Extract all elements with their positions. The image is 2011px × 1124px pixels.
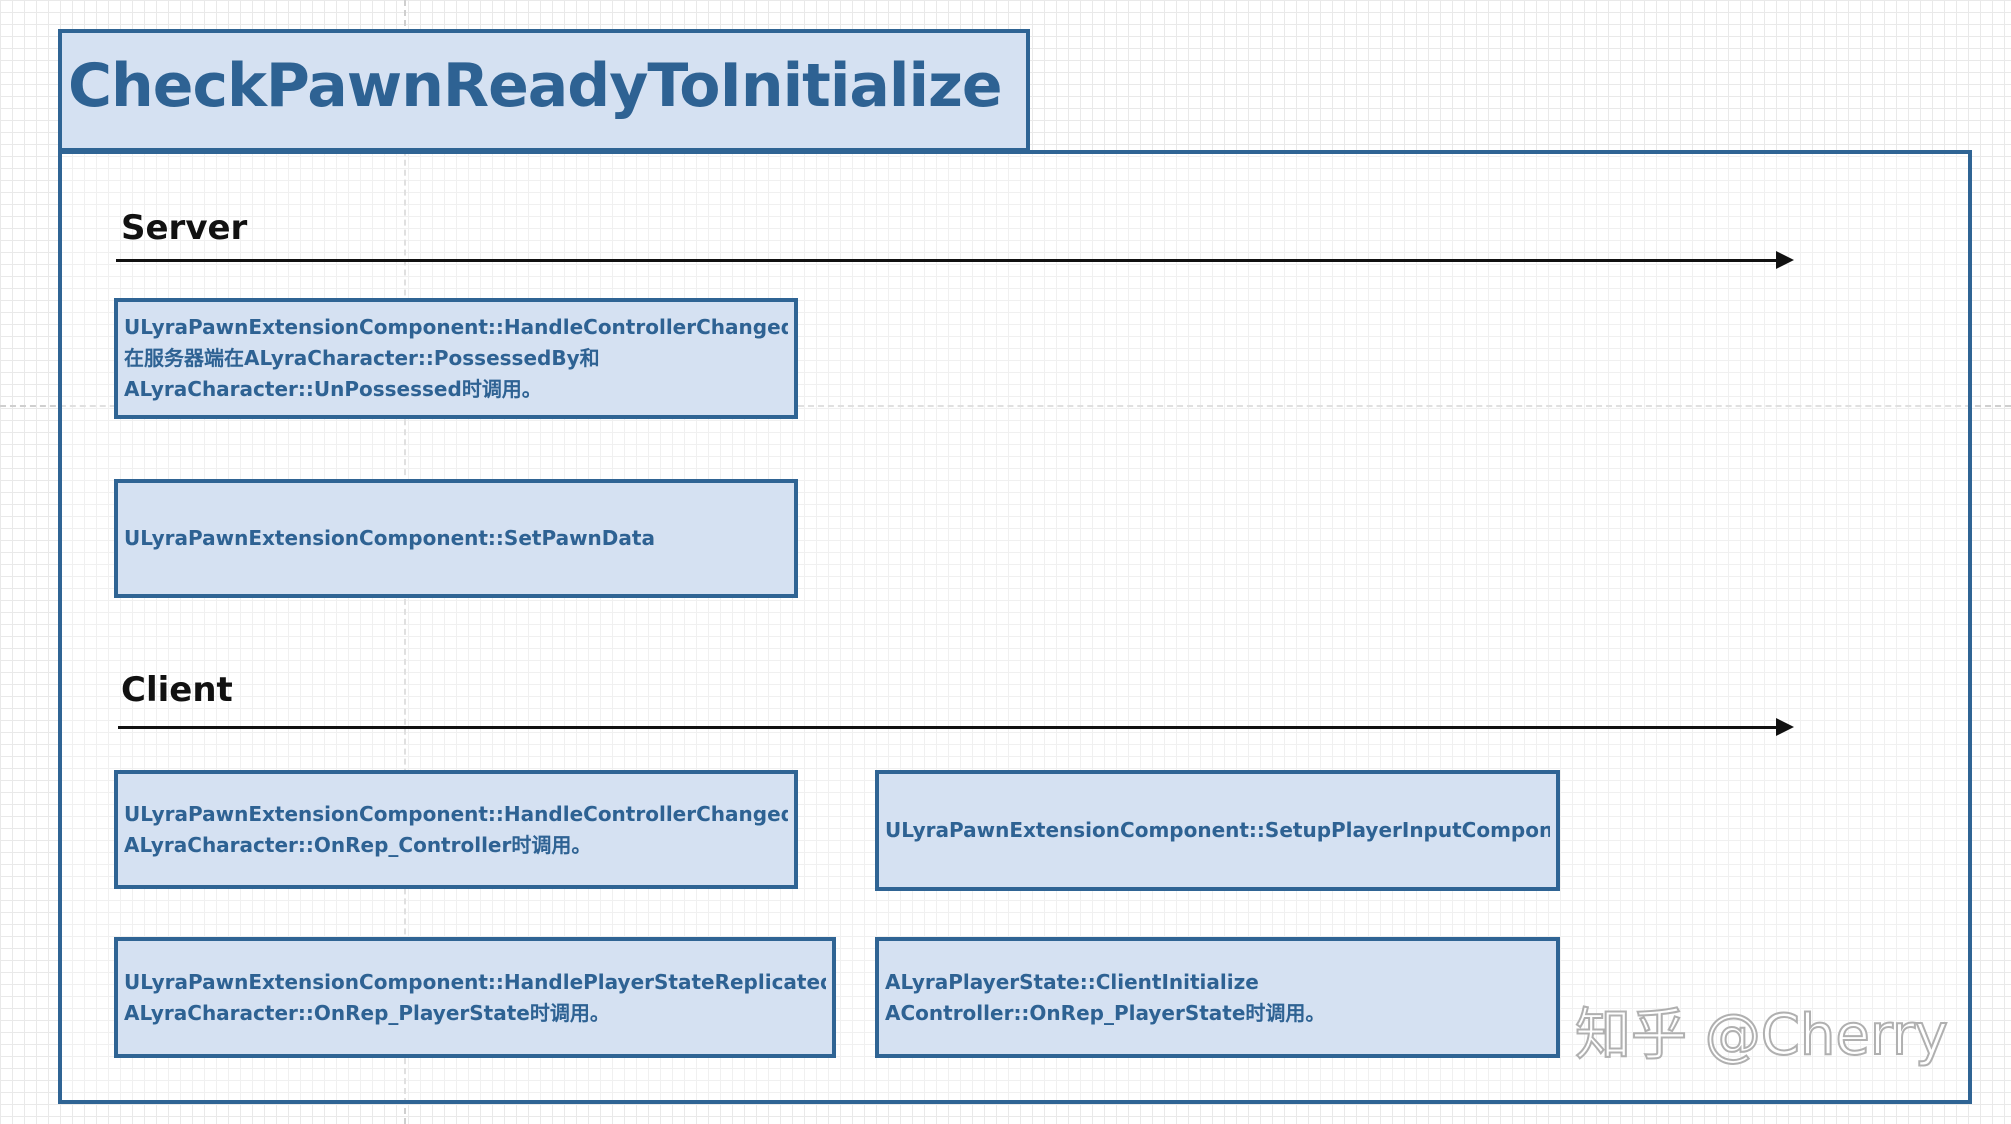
lane-label-client: Client — [121, 670, 233, 710]
box-line: ALyraCharacter::OnRep_PlayerState时调用。 — [124, 1000, 610, 1025]
diagram-title: CheckPawnReadyToInitialize — [68, 51, 1003, 121]
client-timeline-arrow — [118, 718, 1794, 736]
box-line: ULyraPawnExtensionComponent::HandleContr… — [124, 315, 788, 339]
box-line: ULyraPawnExtensionComponent::SetupPlayer… — [885, 818, 1550, 842]
box-client-handle-controller-changed: ULyraPawnExtensionComponent::HandleContr… — [114, 770, 798, 889]
horizontal-guide-line — [0, 405, 2011, 407]
box-line: AController::OnRep_PlayerState时调用。 — [885, 1000, 1326, 1025]
box-line: ALyraCharacter::OnRep_Controller时调用。 — [124, 832, 592, 857]
arrowhead-icon — [1776, 718, 1794, 736]
box-client-player-state-client-initialize: ALyraPlayerState::ClientInitialize ACont… — [875, 937, 1560, 1058]
box-client-handle-player-state-replicated: ULyraPawnExtensionComponent::HandlePlaye… — [114, 937, 836, 1058]
box-server-set-pawn-data: ULyraPawnExtensionComponent::SetPawnData — [114, 479, 798, 598]
box-line: 在服务器端在ALyraCharacter::PossessedBy和 — [124, 346, 600, 370]
title-box: CheckPawnReadyToInitialize — [58, 29, 1030, 152]
box-line: ULyraPawnExtensionComponent::HandleContr… — [124, 801, 788, 826]
arrowhead-icon — [1776, 251, 1794, 269]
lane-label-server: Server — [121, 208, 248, 248]
watermark: 知乎 @Cherry — [1574, 1002, 1949, 1069]
box-line: ULyraPawnExtensionComponent::HandlePlaye… — [124, 969, 826, 994]
box-client-setup-player-input: ULyraPawnExtensionComponent::SetupPlayer… — [875, 770, 1560, 891]
server-timeline-arrow — [116, 251, 1794, 269]
box-line: ULyraPawnExtensionComponent::SetPawnData — [124, 526, 655, 550]
box-server-handle-controller-changed: ULyraPawnExtensionComponent::HandleContr… — [114, 298, 798, 419]
box-line: ALyraCharacter::UnPossessed时调用。 — [124, 377, 542, 401]
box-line: ALyraPlayerState::ClientInitialize — [885, 969, 1259, 994]
